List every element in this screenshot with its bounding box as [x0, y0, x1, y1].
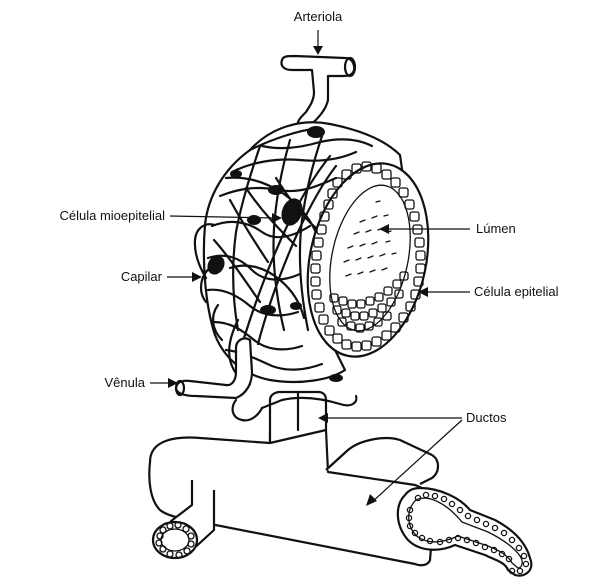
label-ductos: Ductos	[466, 410, 507, 425]
label-arteriola: Arteriola	[294, 9, 343, 24]
label-venula: Vênula	[105, 375, 146, 390]
label-celula-mioepitelial: Célula mioepitelial	[60, 208, 166, 223]
label-capilar: Capilar	[121, 269, 163, 284]
label-celula-epitelial: Célula epitelial	[474, 284, 559, 299]
arteriole-vessel	[281, 56, 355, 128]
label-lumen: Lúmen	[476, 221, 516, 236]
